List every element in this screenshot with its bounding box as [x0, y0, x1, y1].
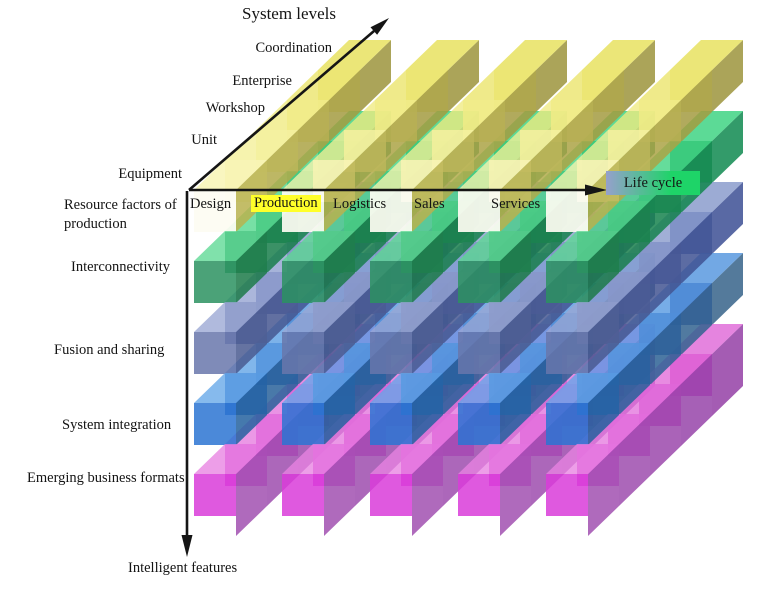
system-level-coordination: Coordination: [255, 40, 332, 56]
feature-resource-factors: Resource factors of production: [64, 197, 177, 232]
lattice-cubes: [194, 40, 743, 536]
system-level-workshop: Workshop: [205, 100, 265, 116]
life-cycle-stage-design: Design: [190, 196, 232, 212]
system-levels-axis-title: System levels: [242, 4, 336, 23]
system-level-equipment: Equipment: [118, 166, 182, 182]
feature-fusion-sharing: Fusion and sharing: [54, 342, 165, 358]
feature-system-integration: System integration: [62, 417, 172, 433]
system-level-unit: Unit: [191, 132, 217, 148]
feature-interconnectivity: Interconnectivity: [71, 259, 171, 275]
axis-arrows: [181, 18, 607, 557]
life-cycle-stage-services: Services: [491, 196, 541, 212]
life-cycle-stage-sales: Sales: [414, 196, 445, 212]
life-cycle-axis-title: Life cycle: [606, 171, 700, 195]
life-cycle-stage-production: Production: [251, 195, 321, 212]
feature-emerging-formats: Emerging business formats: [27, 470, 185, 486]
system-level-enterprise: Enterprise: [232, 73, 292, 89]
intelligent-features-axis-title: Intelligent features: [128, 560, 238, 576]
life-cycle-stage-logistics: Logistics: [333, 196, 387, 212]
